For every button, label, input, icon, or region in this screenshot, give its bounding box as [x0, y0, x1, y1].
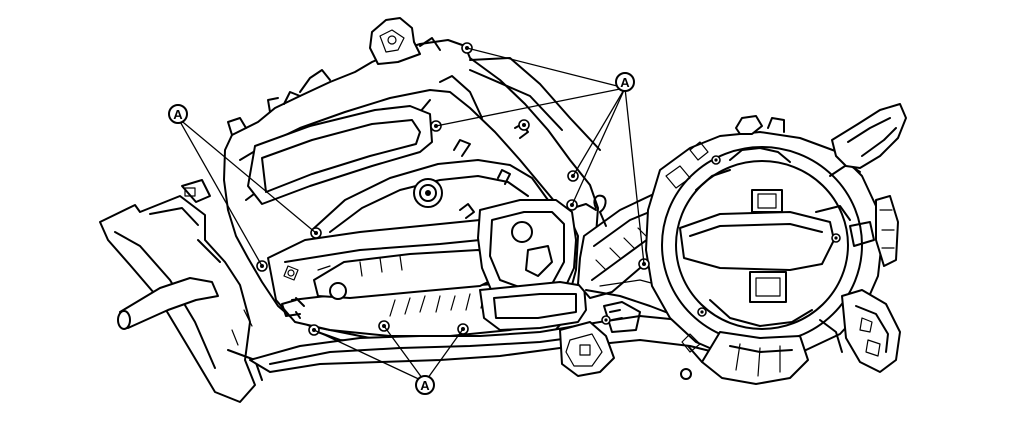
callout-top-right: A — [615, 72, 635, 92]
callout-label: A — [173, 107, 183, 122]
screw-icon — [697, 307, 707, 317]
screw-icon — [601, 315, 611, 325]
left-duct-assembly — [99, 179, 263, 403]
callout-label: A — [420, 378, 430, 393]
screw-icon — [711, 155, 721, 165]
callout-bottom: A — [415, 375, 435, 395]
leader-lines — [177, 47, 645, 383]
screw-icon — [518, 119, 530, 131]
heater-core-frame — [267, 199, 587, 349]
callout-label: A — [620, 75, 630, 90]
blower-housing — [645, 103, 907, 385]
screw-icon — [831, 233, 841, 243]
callout-left: A — [168, 104, 188, 124]
